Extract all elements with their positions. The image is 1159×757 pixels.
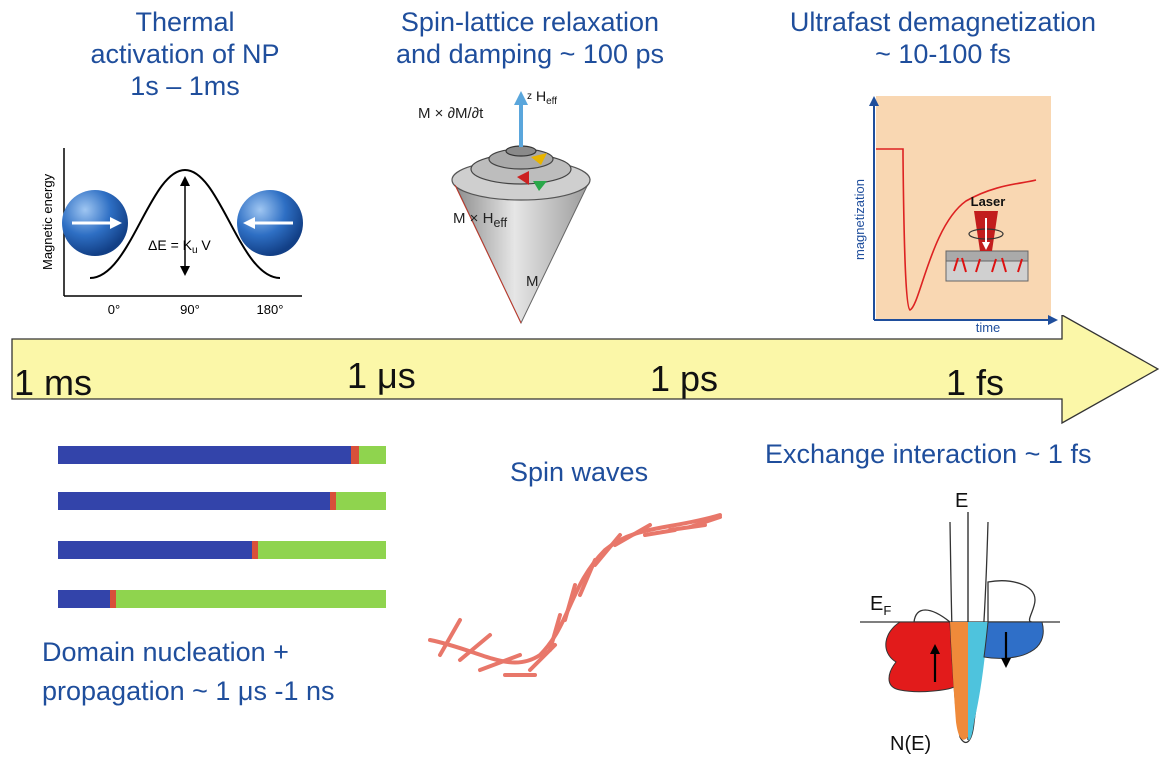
demag-plot-background: [876, 96, 1051, 320]
heff-term-main: M × H: [453, 210, 494, 227]
barrier-arrow-up-head: [180, 176, 190, 186]
spin-down-arrow-head: [1001, 658, 1011, 668]
dos-cyan: [968, 622, 988, 741]
time-label: time: [976, 320, 1001, 335]
moment-arrow-left-head: [243, 217, 255, 229]
spin-lattice-title-line2: and damping ~ 100 ps: [396, 39, 664, 69]
m-label: M: [526, 273, 539, 290]
domain-wall-1: [351, 446, 359, 464]
demagnetization-plot: Laser magnetization time: [852, 96, 1058, 335]
magnetization-label: magnetization: [852, 179, 867, 260]
spin-wave-illustration: [428, 513, 722, 677]
thermal-title-line3: 1s – 1ms: [130, 71, 240, 101]
domain-wall-4: [110, 590, 116, 608]
energy-axis-label: E: [955, 490, 968, 512]
x-tick-180: 180°: [257, 302, 284, 317]
heff-term: M × Heff: [453, 210, 507, 230]
x-tick-90: 90°: [180, 302, 200, 317]
magnetization-curve: [876, 148, 1037, 311]
dos-label: N(E): [890, 733, 931, 754]
barrier-arrow-down-head: [180, 266, 190, 276]
heff-arrow-green: [533, 181, 547, 191]
ultrafast-title-line1: Ultrafast demagnetization: [789, 7, 1097, 37]
timescale-arrow-shape: [11, 315, 1159, 425]
tick-1ms: 1 ms: [14, 362, 93, 403]
moment-arrow-right-head: [110, 217, 122, 229]
spin-up-arrow-head: [930, 644, 940, 654]
spin-lattice-title-line1: Spin-lattice relaxation: [400, 7, 660, 37]
minority-band-blue: [983, 621, 1044, 659]
domain-stripe-3-blue: [58, 541, 255, 559]
m-arrow-red: [517, 171, 529, 185]
cone-body: [452, 179, 591, 325]
domain-wall-3: [252, 541, 258, 559]
domain-stripe-4-green: [58, 590, 386, 608]
thermal-title-line1: Thermal: [135, 7, 235, 37]
domain-title-line2: propagation ~ 1 μs -1 ns: [42, 676, 335, 706]
m-vector-line: [454, 184, 522, 324]
dos-upper-left-lobe: [913, 609, 952, 623]
tick-1ps: 1 ps: [650, 358, 719, 399]
spiral-ring-4: [505, 145, 537, 157]
spin-wave-arrows: [428, 513, 722, 677]
domain-wall-2: [330, 492, 336, 510]
demag-x-axis-head: [1048, 315, 1058, 325]
fermi-label: EF: [870, 593, 891, 618]
domain-stripe-2-blue: [58, 492, 334, 510]
domain-title: Domain nucleation + propagation ~ 1 μs -…: [42, 633, 402, 711]
ultrafast-title-line2: ~ 10-100 fs: [875, 39, 1011, 69]
band-dos-diagram: E EF N(E): [860, 490, 1060, 754]
majority-band-red: [885, 621, 955, 693]
ultrafast-title: Ultrafast demagnetization ~ 10-100 fs: [748, 6, 1138, 70]
domain-stripes: [58, 446, 386, 608]
spin-arrows-sample: [953, 257, 1023, 273]
domain-title-line1: Domain nucleation +: [42, 637, 289, 667]
thermal-ylabel: Magnetic energy: [40, 173, 55, 270]
energy-barrier-plot: ΔE = Ku V Magnetic energy 0° 90° 180°: [40, 148, 303, 317]
laser-down-arrow-head: [982, 242, 990, 250]
exchange-title: Exchange interaction ~ 1 fs: [765, 439, 1092, 469]
dmdt-term: M × ∂M/∂t: [418, 105, 484, 122]
spinwaves-title: Spin waves: [510, 457, 649, 487]
heff-term-sub: eff: [493, 216, 508, 230]
domain-stripe-4-blue: [58, 590, 113, 608]
timescale-arrow: [11, 315, 1159, 425]
sample-body: [945, 260, 1029, 282]
spin-lattice-title: Spin-lattice relaxation and damping ~ 10…: [360, 6, 700, 70]
energy-curve: [89, 168, 281, 279]
dos-orange: [950, 622, 968, 740]
barrier-label: ΔE = Ku V: [148, 237, 211, 256]
laser-label: Laser: [971, 194, 1006, 209]
x-tick-0: 0°: [108, 302, 120, 317]
heff-axis-head: [514, 91, 528, 105]
domain-stripe-1-blue: [58, 446, 353, 464]
damping-arrow-yellow: [531, 153, 547, 165]
demag-y-axis-head: [869, 96, 879, 106]
thermal-title: Thermal activation of NP 1s – 1ms: [60, 6, 310, 102]
dos-upper-right-lobe: [987, 580, 1036, 623]
tick-1fs: 1 fs: [946, 362, 1005, 403]
tick-1us: 1 μs: [347, 355, 416, 396]
thermal-title-line2: activation of NP: [90, 39, 280, 69]
